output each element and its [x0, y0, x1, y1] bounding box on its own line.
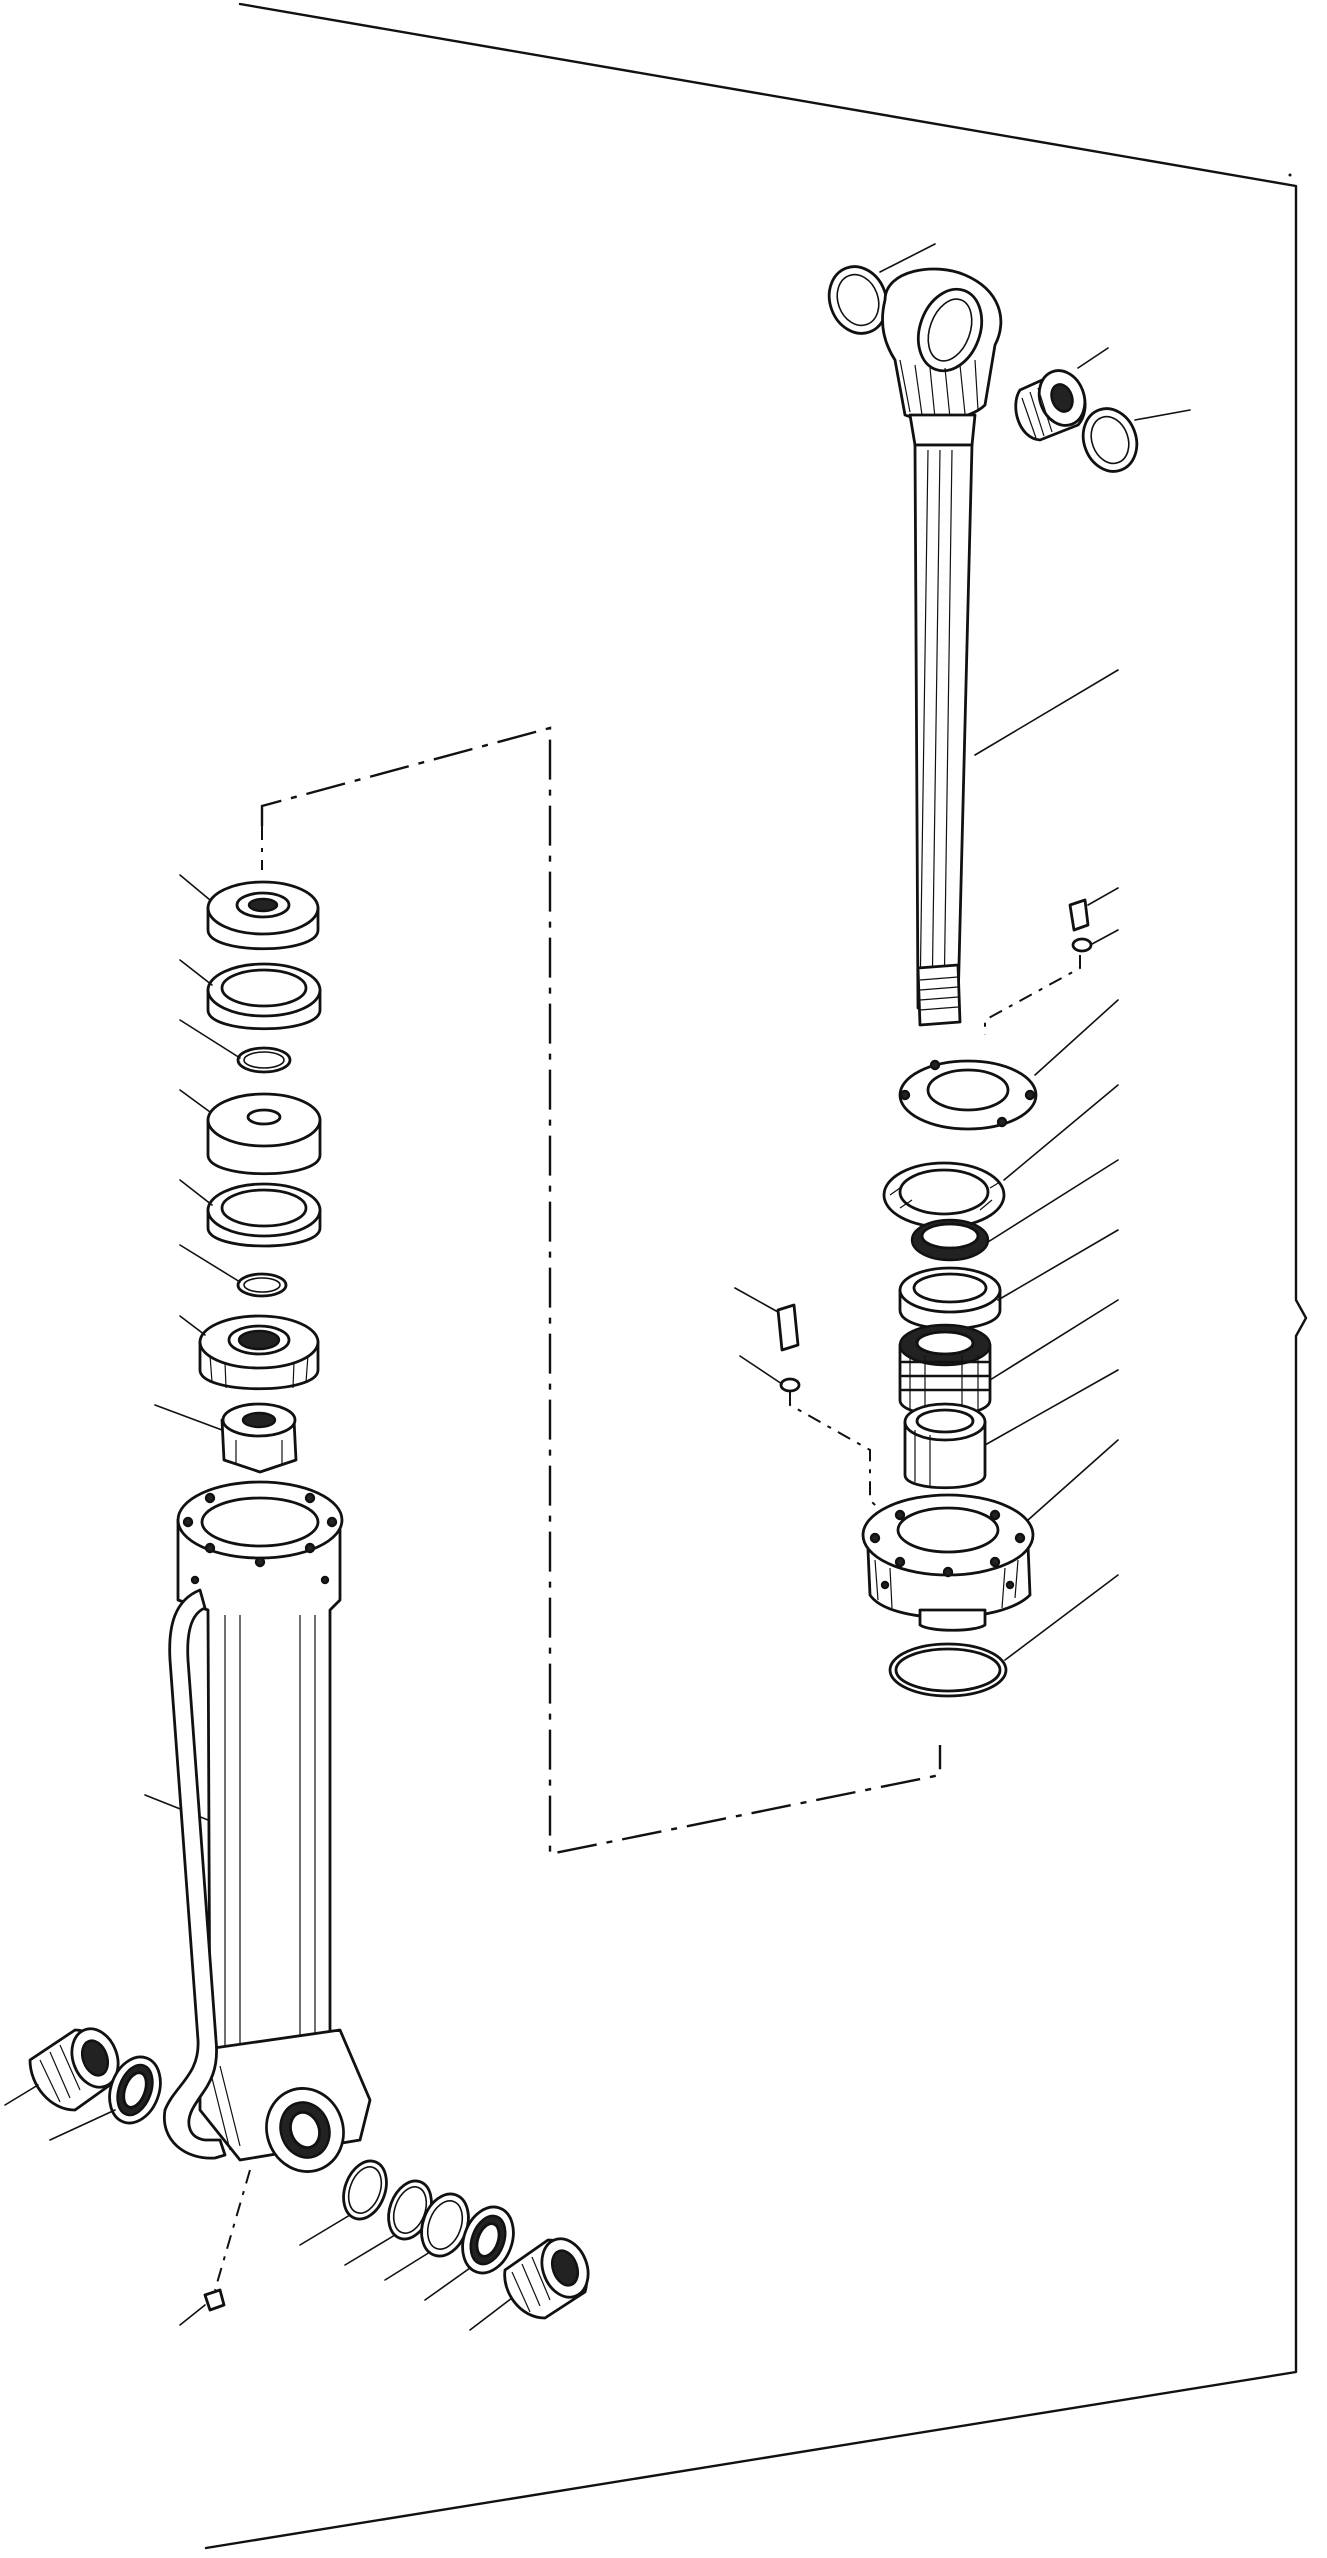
cylinder-barrel-assembly [4, 874, 590, 2331]
bushing-left [4, 2027, 120, 2112]
rod-eye [881, 267, 1003, 447]
tube-line [162, 1588, 227, 2160]
cylinder-tube [144, 1480, 372, 2173]
assembly-path-line [260, 726, 942, 1856]
o-ring-head [888, 1574, 1119, 1698]
spherical-bearing [1014, 347, 1109, 442]
seal-right-3 [384, 2192, 470, 2281]
tube-flange-holes [182, 1492, 338, 1585]
rod-seal [179, 1179, 322, 1248]
grease-fitting [179, 2169, 251, 2326]
seal-left [49, 2055, 162, 2141]
head-bolt-holes [869, 1509, 1026, 1590]
cap-screw-left [734, 1287, 881, 1511]
piston-rod-assembly [734, 243, 1191, 1698]
o-ring-upper [179, 1019, 292, 1074]
seal-retainer [179, 874, 320, 951]
stray-dot [1288, 173, 1292, 177]
circlip-lower [1081, 407, 1191, 473]
bushing-top [179, 1314, 320, 1391]
wear-ring [898, 1229, 1119, 1331]
seal-right-1 [299, 2159, 388, 2246]
cylinder-head [861, 1439, 1119, 1632]
nut [154, 1402, 298, 1474]
seal-right-4 [424, 2205, 515, 2301]
panel-outline [204, 2, 1308, 2550]
seal-ring [910, 1159, 1119, 1262]
piston-rod [913, 443, 1119, 1027]
spacer [903, 1369, 1119, 1490]
cap-screw-right [984, 887, 1119, 1035]
gland-ring [898, 999, 1119, 1131]
piston-seal [898, 1299, 1119, 1417]
o-ring-lower [179, 1244, 288, 1298]
piston [179, 1089, 322, 1176]
wiper-ring [179, 959, 322, 1031]
bushing-right [469, 2237, 590, 2331]
circlip-top [827, 243, 936, 335]
